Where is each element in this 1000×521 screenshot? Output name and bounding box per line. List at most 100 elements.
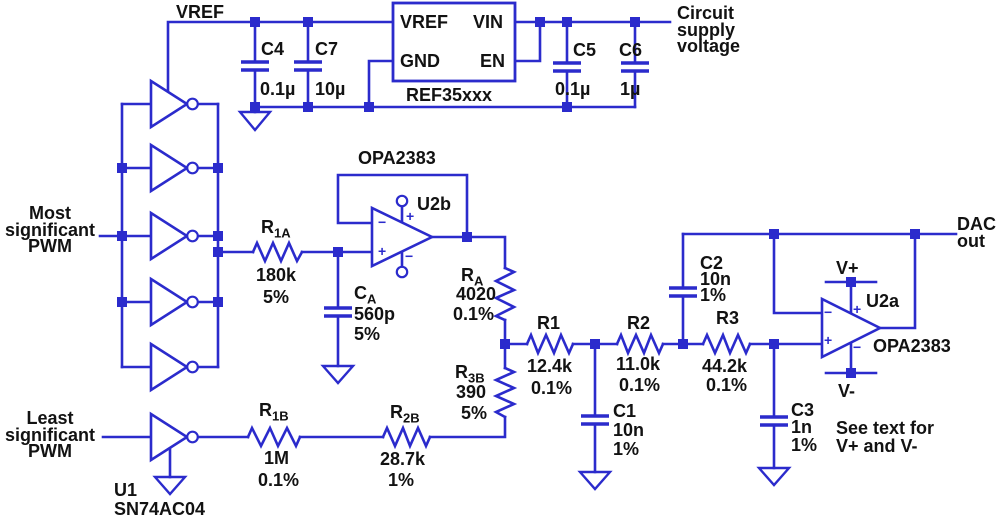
r2-value: 11.0k — [616, 354, 661, 374]
u2a-part-label: OPA2383 — [873, 336, 951, 356]
resistor-r3 — [701, 331, 752, 357]
r3-tol: 0.1% — [706, 375, 748, 395]
r1a-value: 180k — [256, 265, 297, 285]
inverter-3 — [149, 210, 199, 262]
lsb-pwm-label: Least significant PWM — [4, 408, 95, 461]
u2b-part-label: OPA2383 — [358, 148, 436, 168]
c1-value: 10n — [613, 420, 645, 440]
c3-tol: 1% — [791, 435, 818, 455]
c6-ref: C6 — [619, 40, 643, 60]
r2-ref: R2 — [627, 313, 651, 333]
c2-tol: 1% — [700, 285, 727, 305]
inverter-u1-lsb — [149, 411, 199, 463]
r1-value: 12.4k — [527, 356, 573, 376]
capacitor-c2 — [669, 286, 697, 298]
ref-part-label: REF35xxx — [406, 85, 493, 105]
c3-ref: C3 — [791, 400, 815, 420]
circuit-supply-label: Circuit supply voltage — [677, 3, 741, 56]
resistor-r1 — [525, 331, 575, 357]
c7-value: 10µ — [315, 79, 346, 99]
resistor-r1a — [251, 239, 304, 265]
msb-pwm-label: Most significant PWM — [4, 203, 95, 256]
r1b-tol: 0.1% — [258, 470, 300, 490]
c2-value: 10n — [700, 269, 732, 289]
ca-ref: CA — [354, 283, 377, 307]
vplus-label: V+ — [836, 258, 859, 278]
c3-value: 1n — [791, 417, 813, 437]
supply-note: See text for V+ and V- — [836, 418, 935, 456]
inverter-1 — [149, 78, 199, 130]
u2b-noninverting-input-sign: + — [378, 243, 387, 259]
r1b-ref: R1B — [259, 400, 289, 424]
inverter-4 — [149, 276, 199, 328]
capacitor-c1 — [581, 414, 609, 426]
u2b-vplus-sign: + — [406, 208, 415, 224]
inverter-2 — [149, 142, 199, 194]
ref35xxx-box — [391, 1, 517, 83]
capacitor-c6 — [621, 61, 649, 73]
c5-ref: C5 — [573, 40, 597, 60]
c1-tol: 1% — [613, 439, 640, 459]
ref-pin-vin: VIN — [473, 12, 504, 32]
r3b-ref: R3B — [455, 362, 485, 386]
ref-pin-gnd: GND — [400, 51, 440, 71]
c2-ref: C2 — [700, 253, 724, 273]
r1a-tol: 5% — [263, 287, 290, 307]
u2a-noninverting-input-sign: + — [824, 332, 833, 348]
wires — [98, 20, 958, 479]
capacitor-c4 — [241, 60, 269, 72]
r1-tol: 0.1% — [531, 378, 573, 398]
u2b-ref-label: U2b — [417, 194, 452, 214]
u1-part-label: SN74AC04 — [114, 499, 206, 519]
opamp-u2b — [370, 194, 435, 279]
c5-value: 0.1µ — [555, 79, 591, 99]
capacitor-c3 — [760, 415, 788, 427]
ca-tol: 5% — [354, 324, 381, 344]
capacitor-c5 — [553, 61, 581, 73]
capacitor-c7 — [294, 60, 322, 72]
ca-value: 560p — [354, 304, 396, 324]
u2a-vplus-sign: + — [853, 301, 862, 317]
ground-symbols — [152, 110, 792, 496]
vminus-label: V- — [838, 381, 856, 401]
r1a-ref: R1A — [261, 217, 291, 241]
resistor-r2b — [381, 424, 432, 450]
dac-out-label: DAC out — [957, 214, 996, 251]
r3-value: 44.2k — [702, 356, 748, 376]
r2b-tol: 1% — [388, 470, 415, 490]
u2a-inverting-input-sign: − — [824, 304, 833, 320]
r1b-value: 1M — [264, 448, 290, 468]
r3-ref: R3 — [716, 308, 740, 328]
resistor-r1b — [246, 424, 302, 450]
u2a-vminus-sign: − — [853, 339, 862, 355]
c4-value: 0.1µ — [260, 79, 296, 99]
r3b-tol: 5% — [461, 403, 488, 423]
junction-dots — [117, 17, 920, 378]
u2a-ref-label: U2a — [866, 291, 900, 311]
resistor-r2 — [615, 331, 665, 357]
r2b-value: 28.7k — [380, 449, 426, 469]
c4-ref: C4 — [261, 39, 285, 59]
resistor-r3b — [492, 366, 518, 419]
ref-pin-en: EN — [480, 51, 506, 71]
c6-value: 1µ — [620, 79, 641, 99]
ref-pin-vref: VREF — [400, 12, 449, 32]
capacitor-ca — [324, 306, 352, 318]
r2b-ref: R2B — [390, 402, 420, 426]
u2b-vminus-sign: − — [405, 248, 414, 264]
c7-ref: C7 — [315, 39, 339, 59]
ra-value: 4020 — [456, 284, 497, 304]
ra-ref: RA — [461, 265, 484, 289]
u2b-inverting-input-sign: − — [378, 214, 387, 230]
u1-ref-label: U1 — [114, 480, 138, 500]
c1-ref: C1 — [613, 401, 637, 421]
r3b-value: 390 — [456, 382, 487, 402]
opamp-u2a — [820, 296, 883, 360]
r1-ref: R1 — [537, 313, 561, 333]
r2-tol: 0.1% — [619, 375, 661, 395]
inverter-5 — [149, 341, 199, 393]
resistor-ra — [492, 266, 518, 322]
vref-net-label: VREF — [176, 2, 225, 22]
